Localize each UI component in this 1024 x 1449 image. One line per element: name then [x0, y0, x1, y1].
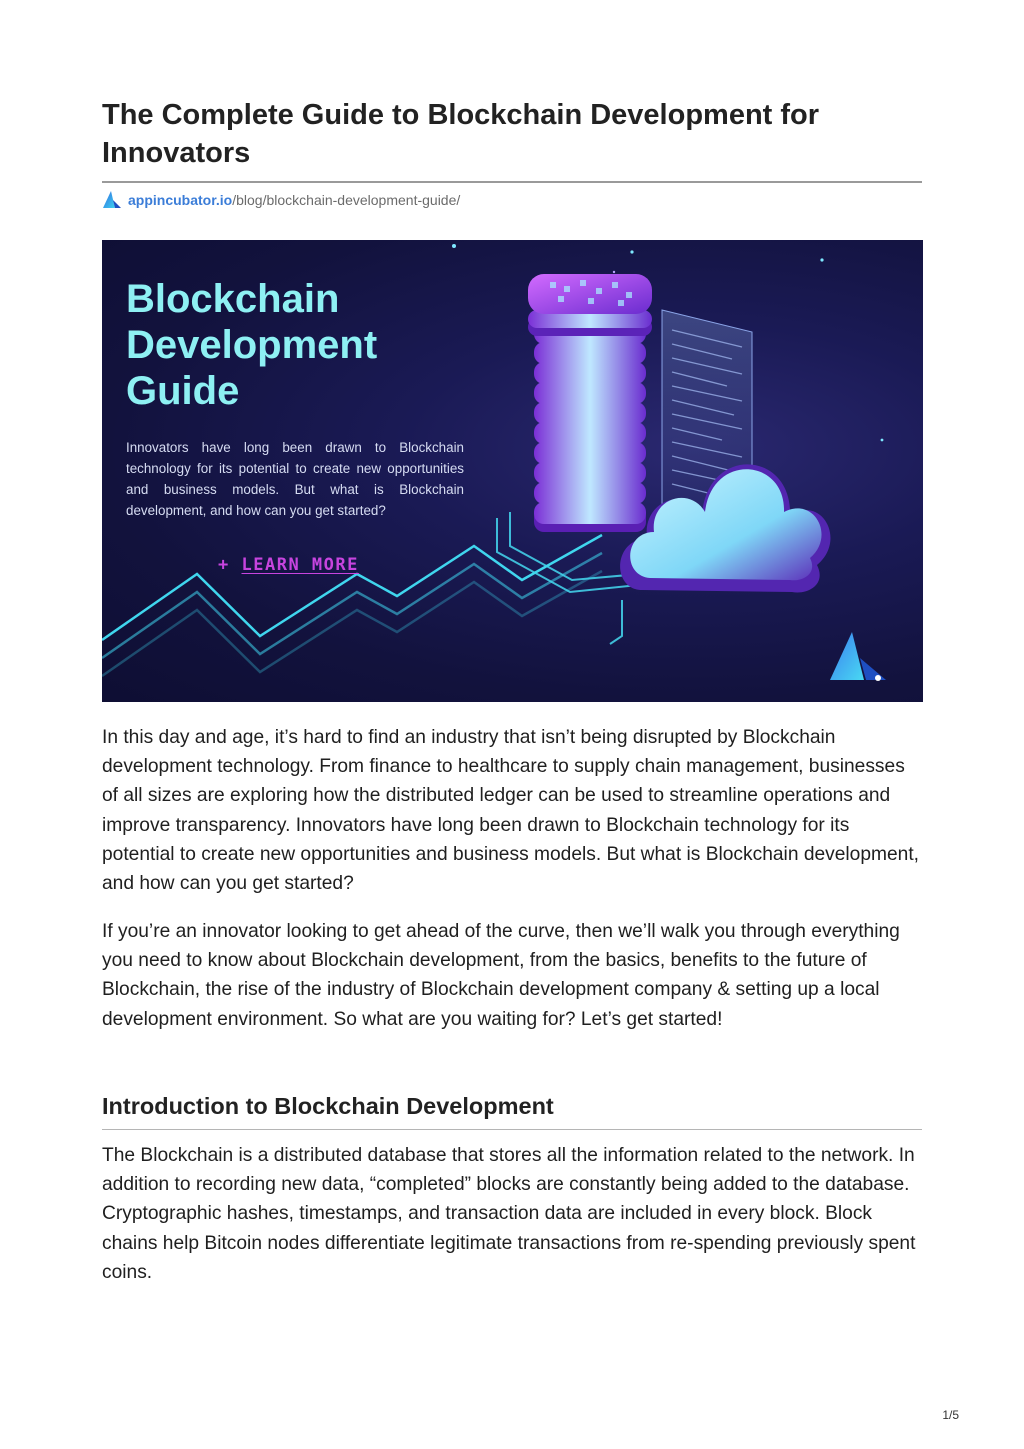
section-heading: Introduction to Blockchain Development — [102, 1093, 554, 1119]
section-paragraph: The Blockchain is a distributed database… — [102, 1145, 916, 1283]
hero-banner-image: Blockchain Development Guide Innovators … — [102, 240, 923, 702]
learn-more-label[interactable]: LEARN MORE — [241, 555, 359, 575]
hero-title: Blockchain Development Guide — [126, 277, 378, 413]
learn-more-link[interactable]: + LEARN MORE — [218, 555, 359, 575]
article-title: The Complete Guide to Blockchain Develop… — [102, 99, 820, 169]
hero-illustration — [102, 244, 886, 681]
title-divider — [102, 181, 922, 183]
hero-description: Innovators have long been drawn to Block… — [126, 440, 464, 518]
plus-icon: + — [218, 555, 230, 575]
section-divider — [102, 1129, 922, 1130]
intro-paragraph-1: In this day and age, it’s hard to find a… — [102, 727, 920, 895]
intro-paragraph-2: If you’re an innovator looking to get ah… — [102, 921, 900, 1030]
source-domain[interactable]: appincubator.io — [128, 192, 233, 208]
source-link[interactable]: appincubator.io /blog/blockchain-develop… — [102, 190, 460, 210]
source-path[interactable]: /blog/blockchain-development-guide/ — [232, 192, 461, 208]
appincubator-logo-icon — [102, 190, 122, 210]
page-indicator: 1/5 — [942, 1408, 959, 1422]
